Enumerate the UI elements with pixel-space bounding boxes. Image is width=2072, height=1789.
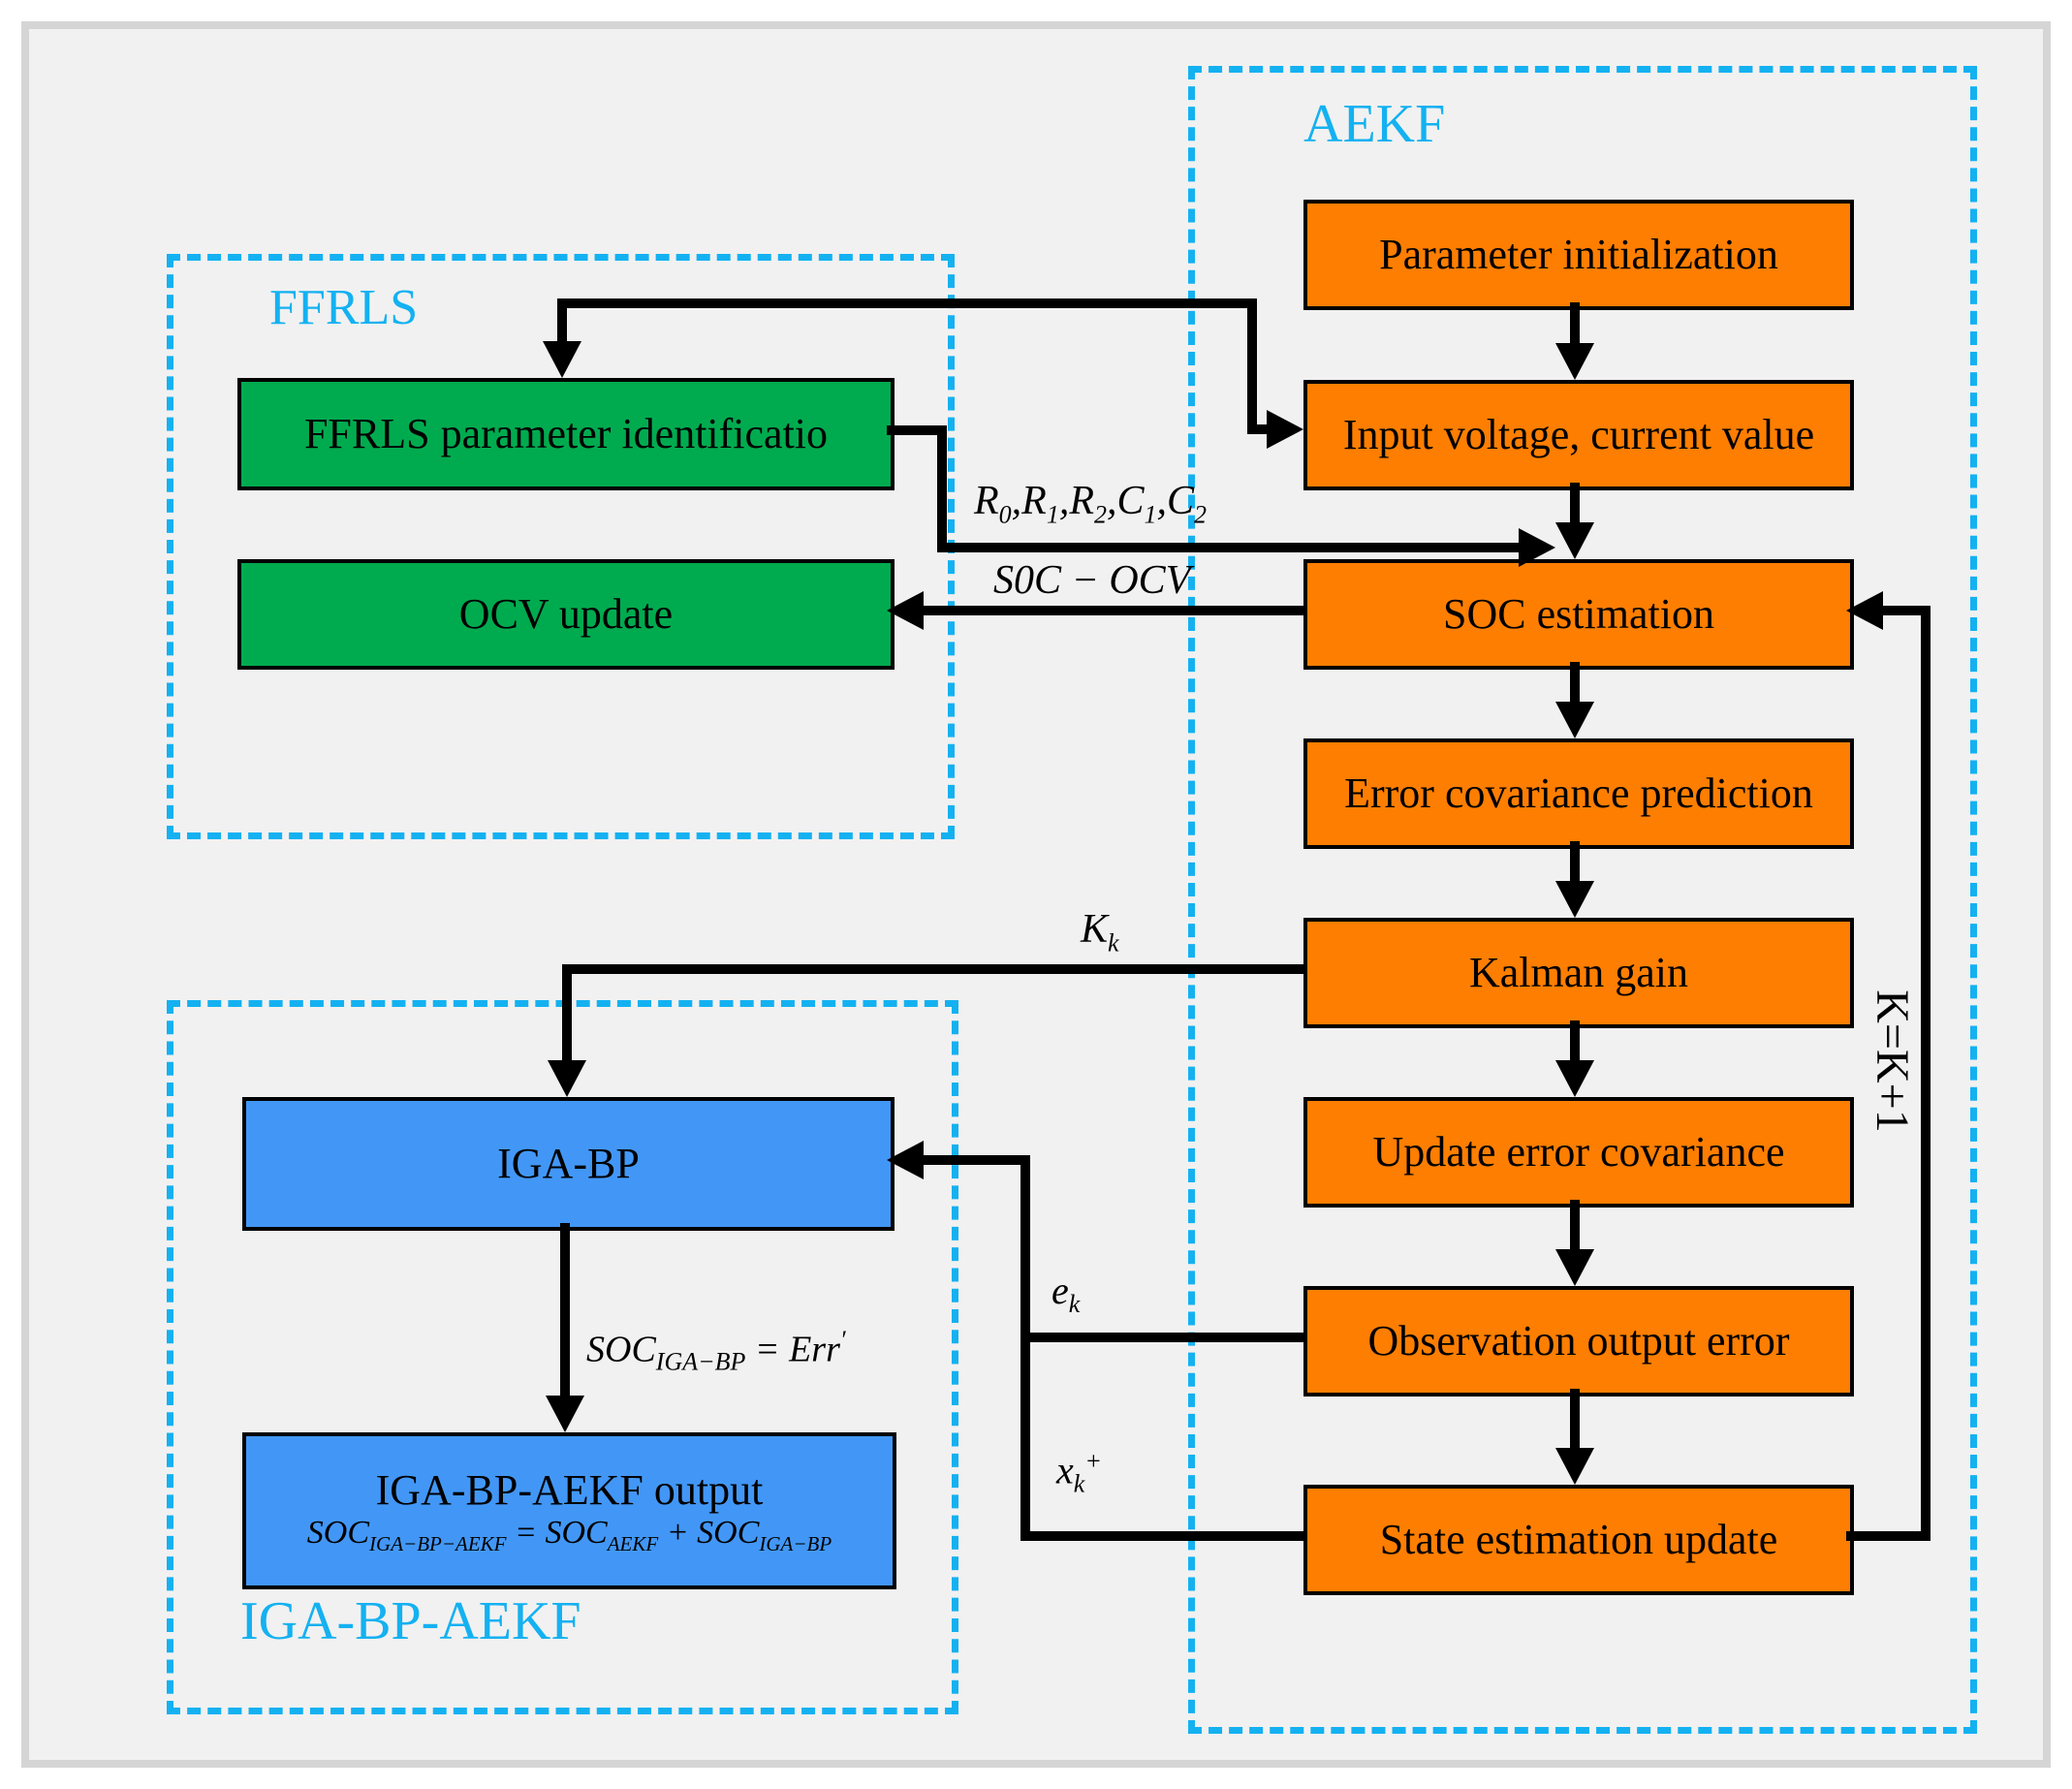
box-label: Error covariance prediction [1344, 769, 1813, 817]
aekf-group-label: AEKF [1303, 94, 1446, 154]
connector-input-soc [1570, 483, 1580, 522]
connector-ffrls-input-vertical-left [557, 298, 567, 341]
aekf-group-border [1188, 66, 1977, 1734]
edge-label-soc-ocv: S0C − OCV [993, 558, 1191, 603]
connector-observation-stateupdate [1570, 1389, 1580, 1448]
box-label: Update error covariance [1372, 1127, 1785, 1176]
connector-loop-top [1883, 606, 1931, 615]
ffrls-group-label: FFRLS [269, 280, 419, 335]
arrowhead-loop-into-soc [1846, 591, 1883, 630]
box-label: IGA-BP [497, 1139, 640, 1187]
box-soc-estimation: SOC estimation [1303, 559, 1854, 670]
arrowhead-into-iga-bp-right [887, 1141, 924, 1179]
box-label: FFRLS parameter identificatio [303, 409, 829, 457]
box-ocv-update: OCV update [237, 559, 895, 670]
box-label: Parameter initialization [1379, 230, 1778, 278]
connector-ffrls-input-vertical-right [1247, 298, 1257, 434]
connector-iga-bp-output [560, 1223, 570, 1396]
box-error-covariance-prediction: Error covariance prediction [1303, 738, 1854, 849]
connector-rparams-vertical [937, 425, 947, 552]
arrowhead-into-update-error-covariance [1555, 1060, 1594, 1097]
connector-paraminit-input [1570, 302, 1580, 343]
arrowhead-into-soc-estimation [1555, 522, 1594, 559]
arrowhead-into-input-voltage [1555, 343, 1594, 380]
connector-ek-horizontal [1020, 1333, 1303, 1342]
connector-soc-ocv [924, 606, 1303, 615]
connector-soc-errorcov [1570, 662, 1580, 702]
edge-label-kalman-gain-k: Kk [1081, 907, 1119, 957]
box-iga-bp-aekf-output: IGA-BP-AEKF output SOCIGA−BP−AEKF = SOCA… [242, 1432, 896, 1589]
box-label: State estimation update [1379, 1515, 1778, 1563]
arrowhead-into-error-covariance [1555, 702, 1594, 738]
box-ffrls-parameter-identification: FFRLS parameter identificatio [237, 378, 895, 490]
arrowhead-into-ffrls-identification [543, 341, 581, 378]
arrowhead-into-observation-error [1555, 1249, 1594, 1286]
connector-rparams-stub [887, 425, 947, 435]
connector-ffrls-input-horizontal [557, 298, 1257, 308]
edge-label-r-parameters: R0,R1,R2,C1,C2 [974, 479, 1207, 529]
box-state-estimation-update: State estimation update [1303, 1485, 1854, 1595]
connector-loop-bottom [1846, 1531, 1931, 1541]
connector-kk-horizontal [562, 964, 1303, 974]
connector-kk-vertical [562, 964, 572, 1060]
connector-rparams-horizontal [937, 543, 1519, 552]
arrowhead-into-iga-bp-output [546, 1396, 584, 1432]
arrowhead-rparams-into-soc [1519, 528, 1555, 567]
connector-xk-horizontal [1020, 1531, 1303, 1541]
edge-label-xk-plus: xk+ [1056, 1447, 1102, 1498]
box-label: SOC estimation [1443, 589, 1714, 638]
edge-label-soc-igabp-err: SOCIGA−BP = Err′ [586, 1326, 846, 1376]
arrowhead-into-ocv-update [887, 591, 924, 630]
box-label: IGA-BP-AEKF output [375, 1465, 764, 1514]
output-formula: SOCIGA−BP−AEKF = SOCAEKF + SOCIGA−BP [306, 1515, 832, 1556]
connector-updatecov-observation [1570, 1200, 1580, 1249]
arrowhead-into-input-voltage-left [1267, 410, 1303, 449]
box-kalman-gain: Kalman gain [1303, 918, 1854, 1028]
connector-errorcov-kalman [1570, 841, 1580, 881]
box-parameter-initialization: Parameter initialization [1303, 200, 1854, 310]
edge-label-ek: ek [1052, 1269, 1081, 1318]
arrowhead-kk-into-iga-bp [548, 1060, 586, 1097]
arrowhead-into-kalman-gain [1555, 881, 1594, 918]
connector-ffrls-input-stub [1247, 424, 1267, 434]
box-label: Observation output error [1367, 1316, 1790, 1365]
box-label: Input voltage, current value [1342, 410, 1815, 458]
connector-kalman-updatecov [1570, 1020, 1580, 1060]
connector-loop-vertical [1921, 606, 1931, 1541]
iga-bp-aekf-group-label: IGA-BP-AEKF [240, 1591, 581, 1651]
box-iga-bp: IGA-BP [242, 1097, 895, 1231]
edge-label-k-equals-k-plus-1: K=K+1 [1867, 989, 1918, 1133]
connector-ekxk-vertical [1020, 1155, 1030, 1541]
connector-into-iga-bp-horizontal [924, 1155, 1030, 1165]
box-observation-output-error: Observation output error [1303, 1286, 1854, 1397]
arrowhead-into-state-update [1555, 1448, 1594, 1485]
box-label: OCV update [458, 589, 674, 638]
box-label: Kalman gain [1468, 948, 1689, 996]
box-input-voltage-current: Input voltage, current value [1303, 380, 1854, 490]
box-update-error-covariance: Update error covariance [1303, 1097, 1854, 1208]
